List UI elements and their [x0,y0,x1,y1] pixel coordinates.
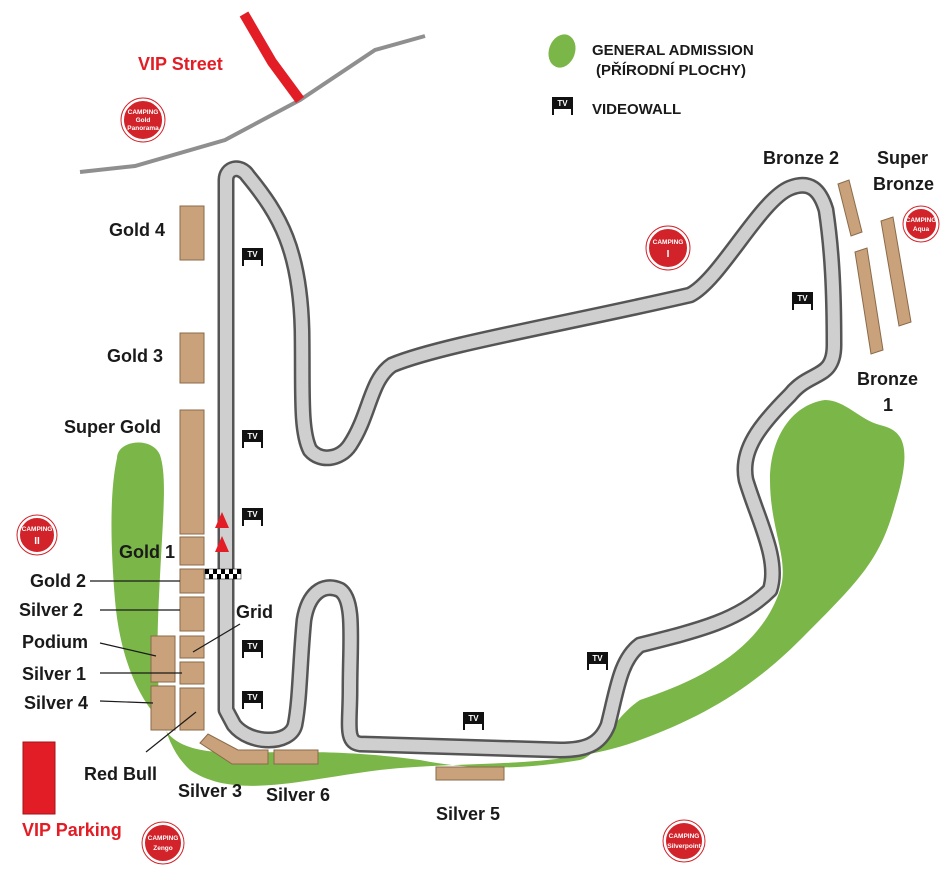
label-silver-2: Silver 2 [19,600,83,620]
stand-silver-5 [435,766,505,781]
svg-text:CAMPING: CAMPING [128,109,159,116]
label-silver-1: Silver 1 [22,664,86,684]
road [79,34,426,174]
svg-text:TV: TV [247,250,258,259]
label-silver-4: Silver 4 [24,693,88,713]
stand-red-bull [179,687,205,731]
svg-text:CAMPING: CAMPING [906,217,937,224]
tv-icon: TV [242,430,263,448]
stand-silver-6 [273,749,319,765]
label-gold-2: Gold 2 [30,571,86,591]
svg-text:Silverpoint: Silverpoint [667,843,701,850]
camping-aqua-icon: CAMPING Aqua [902,205,940,243]
svg-text:Zengo: Zengo [153,845,173,852]
label-silver-6: Silver 6 [266,785,330,805]
svg-text:CAMPING: CAMPING [22,526,53,533]
svg-text:TV: TV [247,510,258,519]
grandstands [150,179,912,781]
stand-silver-2 [179,596,205,632]
label-bronze-1-line1: Bronze [857,369,918,389]
label-vip-street: VIP Street [138,54,223,74]
direction-arrows [215,512,229,552]
camping-gold-panorama-icon: CAMPING Gold Panorama [120,97,166,143]
start-finish-line [204,568,242,580]
stand-gold-4 [179,205,205,261]
label-podium: Podium [22,632,88,652]
tv-icon: TV [242,691,263,709]
svg-text:TV: TV [247,693,258,702]
leader-lines [90,580,241,753]
label-silver-3: Silver 3 [178,781,242,801]
svg-text:CAMPING: CAMPING [148,835,179,842]
stand-super-bronze [880,216,912,327]
stand-gold-2 [179,568,205,594]
label-gold-1: Gold 1 [119,542,175,562]
svg-text:II: II [34,536,40,547]
svg-text:CAMPING: CAMPING [653,239,684,246]
label-super-bronze-line2: Bronze [873,174,934,194]
tv-icon: TV [792,292,813,310]
stand-bronze-1 [854,247,884,355]
legend-videowall: VIDEOWALL [592,101,681,118]
svg-text:TV: TV [468,714,479,723]
label-bronze-2: Bronze 2 [763,148,839,168]
svg-text:I: I [667,249,670,260]
race-track-surface [220,162,840,756]
camping-zengo-icon: CAMPING Zengo [141,821,185,865]
stand-gold-1 [179,536,205,566]
legend-general-admission-sub: (PŘÍRODNÍ PLOCHY) [596,61,746,79]
label-grid: Grid [236,602,273,622]
svg-text:TV: TV [247,642,258,651]
label-vip-parking: VIP Parking [22,820,122,840]
camping-1-icon: CAMPING I [645,225,691,271]
stand-grid [179,635,205,659]
label-bronze-1-line2: 1 [883,395,893,415]
label-gold-4: Gold 4 [109,220,165,240]
stand-silver-1 [179,661,205,685]
svg-text:Gold: Gold [136,117,151,124]
tv-icon: TV [463,712,484,730]
vip-street-path [239,11,305,103]
label-red-bull: Red Bull [84,764,157,784]
tv-icon: TV [242,640,263,658]
legend: GENERAL ADMISSION (PŘÍRODNÍ PLOCHY) TV V… [548,34,754,118]
tv-icon: TV [552,97,573,115]
svg-text:TV: TV [557,99,568,108]
svg-text:TV: TV [592,654,603,663]
tv-icon: TV [587,652,608,670]
camping-2-icon: CAMPING II [16,514,58,556]
stand-silver-4 [150,685,176,731]
label-gold-3: Gold 3 [107,346,163,366]
vip-parking-area [22,741,56,815]
label-super-gold: Super Gold [64,417,161,437]
tv-icon: TV [242,248,263,266]
svg-text:CAMPING: CAMPING [669,833,700,840]
label-super-bronze-line1: Super [877,148,928,168]
legend-general-admission: GENERAL ADMISSION [592,42,754,59]
svg-text:Panorama: Panorama [127,125,159,132]
general-admission-area [111,400,905,786]
stand-silver-3 [199,733,269,765]
stand-gold-3 [179,332,205,384]
svg-text:TV: TV [797,294,808,303]
svg-text:TV: TV [247,432,258,441]
tv-icon: TV [242,508,263,526]
stand-podium [150,635,176,683]
stand-bronze-2 [837,179,863,237]
stand-super-gold [179,409,205,535]
label-silver-5: Silver 5 [436,804,500,824]
general-admission-swatch [548,34,576,68]
camping-silverpoint-icon: CAMPING Silverpoint [662,819,706,863]
videowalls: TV TV TV TV TV TV TV TV [242,248,813,730]
svg-text:Aqua: Aqua [913,226,930,233]
